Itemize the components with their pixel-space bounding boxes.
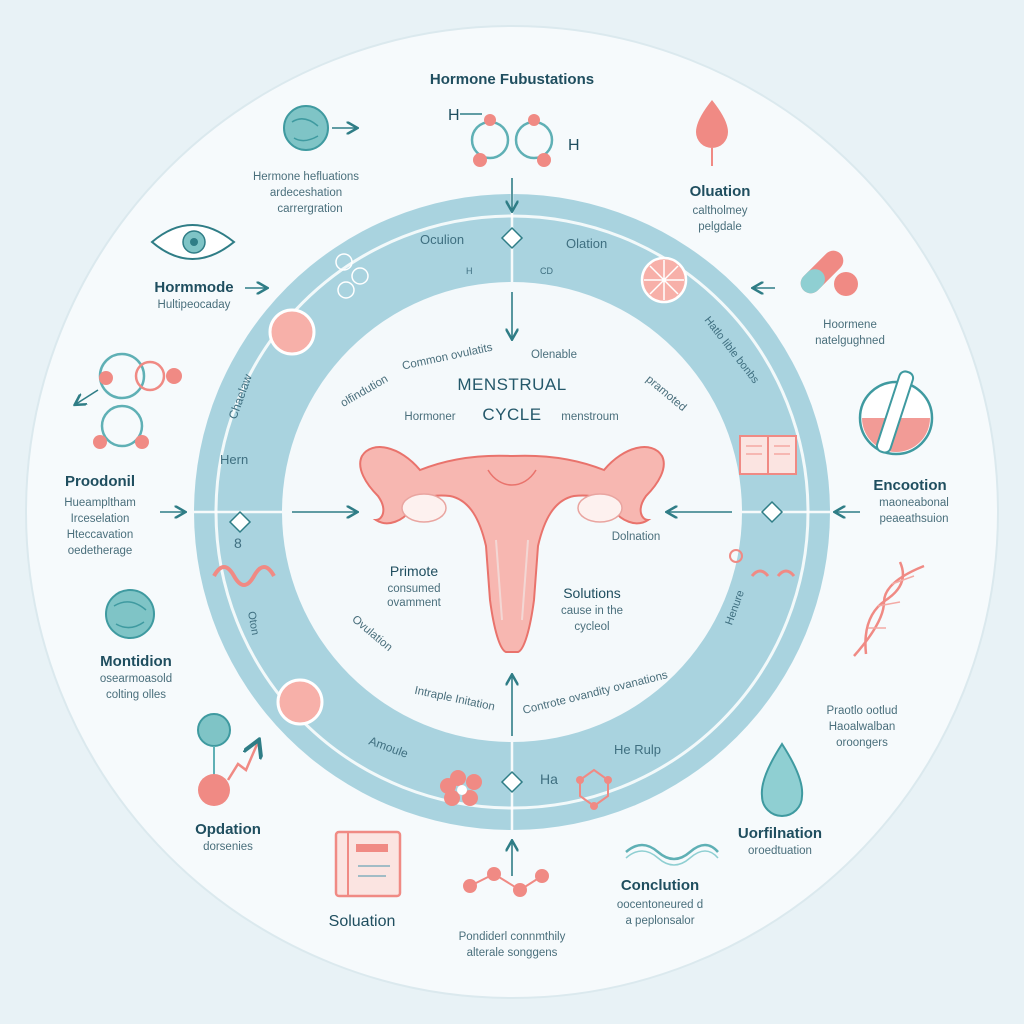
outer-right-mid-line1: maoneabonal (879, 497, 949, 509)
molecule-icon: H H (448, 107, 580, 167)
top-title: Hormone Fubustations (430, 71, 594, 88)
outer-top-left-line3: carrergration (277, 203, 342, 215)
citrus-icon (640, 256, 688, 304)
ring-bottom-right: He Rulp (614, 742, 661, 757)
outer-right-mid2-line2: Haoalwalban (829, 721, 896, 733)
ring-left-mid: Hern (220, 452, 248, 467)
center-left-tag: Hormoner (404, 411, 455, 423)
outer-top-right-line1: caltholmey (693, 205, 748, 217)
center-left-block-line1: consumed (387, 583, 440, 595)
outer-bottom-left-line1: dorsenies (203, 841, 253, 853)
center-title-line1: MENSTRUAL (457, 375, 566, 394)
outer-top-left-line2: ardeceshation (270, 187, 342, 199)
ring-digit: 8 (234, 535, 242, 551)
outer-right-upper-line1: Hoormene (823, 319, 877, 331)
outer-right-mid-title: Encootion (873, 477, 946, 494)
ring-coral-dot-upper (268, 308, 316, 356)
outer-left-low-line1: osearmoasold (100, 673, 172, 685)
center-right-block-line2: cycleol (574, 621, 609, 633)
svg-text:H: H (568, 137, 580, 154)
center-left-block-line2: ovamment (387, 597, 441, 609)
chain-dots-icon (463, 867, 549, 897)
outer-left-low-line2: colting olles (106, 689, 166, 701)
water-drop-icon (760, 742, 804, 817)
outer-left-mid-line4: oedetherage (68, 545, 133, 557)
center-title-line2: CYCLE (482, 405, 541, 424)
outer-bottom-left-title: Opdation (195, 821, 261, 838)
test-tube-icon (858, 370, 934, 456)
chain-molecule-icon (76, 352, 182, 449)
outer-top-right-title: Oluation (690, 183, 751, 200)
ring-top-left: Oculion (420, 232, 464, 247)
outer-bottom-right-line2: a peplonsalor (625, 915, 694, 927)
svg-text:H: H (448, 107, 460, 124)
flower-icon (440, 770, 482, 806)
center-left-block-title: Primote (390, 563, 438, 579)
outer-left-low-title: Montidion (100, 653, 172, 670)
center-right-block-line1: cause in the (561, 605, 623, 617)
outer-bottom-right-line1: oocentoneured d (617, 899, 703, 911)
outer-right-upper-line2: natelgughned (815, 335, 885, 347)
outer-right-low-line1: oroedtuation (748, 845, 812, 857)
wave-icon (625, 843, 719, 866)
inner-arrows (160, 178, 860, 876)
pill-icon (800, 250, 858, 296)
ring-left-low: Oton (245, 610, 261, 636)
outer-left-upper-line1: Hultipeocaday (158, 299, 231, 311)
uterus-illustration (359, 446, 665, 653)
globe-icon (283, 105, 356, 151)
outer-right-mid2-line1: Praotlo ootlud (827, 705, 898, 717)
center-right-tag: menstroum (561, 411, 619, 423)
notebook-icon (334, 830, 402, 898)
center-top-right: Olenable (531, 349, 577, 361)
ring-coral-dot-lower (276, 678, 324, 726)
graph-icon (197, 713, 258, 806)
outer-left-mid-line1: Hueampltham (64, 497, 136, 509)
dna-icon (853, 561, 925, 657)
ring-tick-left: H (466, 266, 473, 276)
ring-tick-right: CD (540, 266, 553, 276)
center-right-small: Dolnation (612, 531, 661, 543)
droplet-icon (696, 100, 728, 148)
outer-bottom-mid-line2: alterale songgens (467, 947, 558, 959)
outer-left-mid-line2: Irceselation (71, 513, 130, 525)
outer-top-right-line2: pelgdale (698, 221, 741, 233)
right-ring-icons (729, 549, 796, 577)
cell-sphere-icon (105, 589, 155, 639)
book-icon (739, 435, 797, 475)
ring-wave-icon (212, 565, 276, 587)
outer-bottom-right-title: Conclution (621, 877, 699, 894)
outer-bottom-mid-line1: Pondiderl connmthily (459, 931, 566, 943)
hex-molecule-icon (576, 768, 612, 810)
outer-right-mid2-line3: oroongers (836, 737, 888, 749)
ring-bottom-mid: Ha (540, 771, 558, 787)
outer-top-left-line1: Hermone hefluations (253, 171, 359, 183)
ring-molecule-icon (335, 253, 369, 299)
outer-left-mid-line3: Hteccavation (67, 529, 133, 541)
outer-right-mid-line2: peaeathsuion (879, 513, 948, 525)
center-right-block-title: Solutions (563, 585, 621, 601)
eye-icon (150, 224, 236, 260)
outer-right-low-title: Uorfilnation (738, 825, 822, 842)
ring-top-right: Olation (566, 236, 607, 251)
outer-left-mid-title: Proodonil (65, 473, 135, 490)
ring-diamonds (228, 226, 784, 794)
outer-bottom-title: Soluation (329, 913, 396, 930)
outer-left-upper-title: Hormmode (154, 279, 233, 296)
